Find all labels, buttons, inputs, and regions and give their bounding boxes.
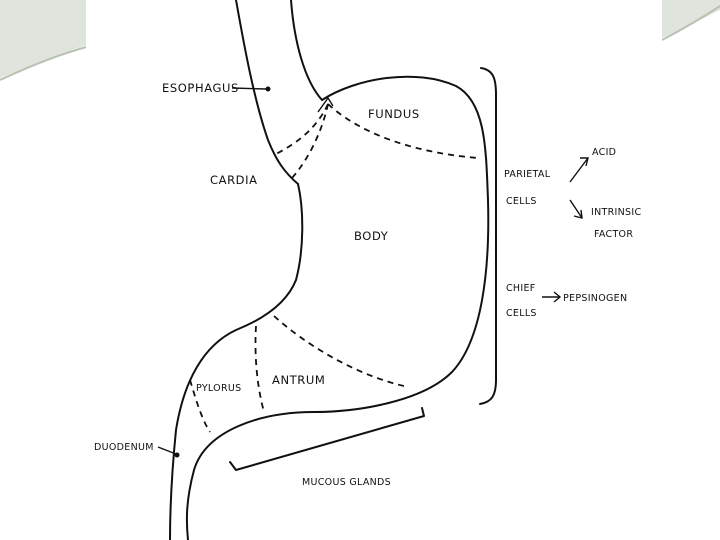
cardia-notch <box>318 98 333 112</box>
esophagus-left-wall <box>236 0 298 184</box>
duodenum-label: DUODENUM <box>94 442 154 453</box>
fundus-label: FUNDUS <box>368 107 420 121</box>
cardia-label: CARDIA <box>210 173 258 187</box>
pylorus-label: PYLORUS <box>196 383 241 394</box>
antrum-label: ANTRUM <box>272 373 325 387</box>
acid-arrow <box>570 158 588 182</box>
intrinsic-factor-label-line2: FACTOR <box>594 229 633 240</box>
acid-label: ACID <box>592 147 616 158</box>
parietal-cells-label-line2: CELLS <box>506 196 537 207</box>
chief-cells-label-line2: CELLS <box>506 308 537 319</box>
stomach-diagram: ESOPHAGUS FUNDUS CARDIA BODY PARIETAL CE… <box>86 0 662 540</box>
intrinsic-factor-arrow <box>570 200 582 218</box>
esophagus-leader-dot <box>266 87 271 92</box>
greater-curvature <box>187 77 488 540</box>
stomach-drawing: ESOPHAGUS FUNDUS CARDIA BODY PARIETAL CE… <box>86 0 662 540</box>
pylorus-boundary-1 <box>255 326 264 412</box>
mucous-glands-bracket <box>230 408 424 470</box>
esophagus-right-wall <box>291 0 322 100</box>
pepsinogen-label: PEPSINOGEN <box>563 293 627 304</box>
intrinsic-factor-label-line1: INTRINSIC <box>591 207 641 218</box>
mucous-glands-label: MUCOUS GLANDS <box>302 477 391 488</box>
chief-cells-label-line1: CHIEF <box>506 283 536 294</box>
parietal-cells-label-line1: PARIETAL <box>504 169 551 180</box>
duodenum-leader-dot <box>175 453 180 458</box>
body-label: BODY <box>354 229 389 243</box>
esophagus-label: ESOPHAGUS <box>162 81 239 95</box>
